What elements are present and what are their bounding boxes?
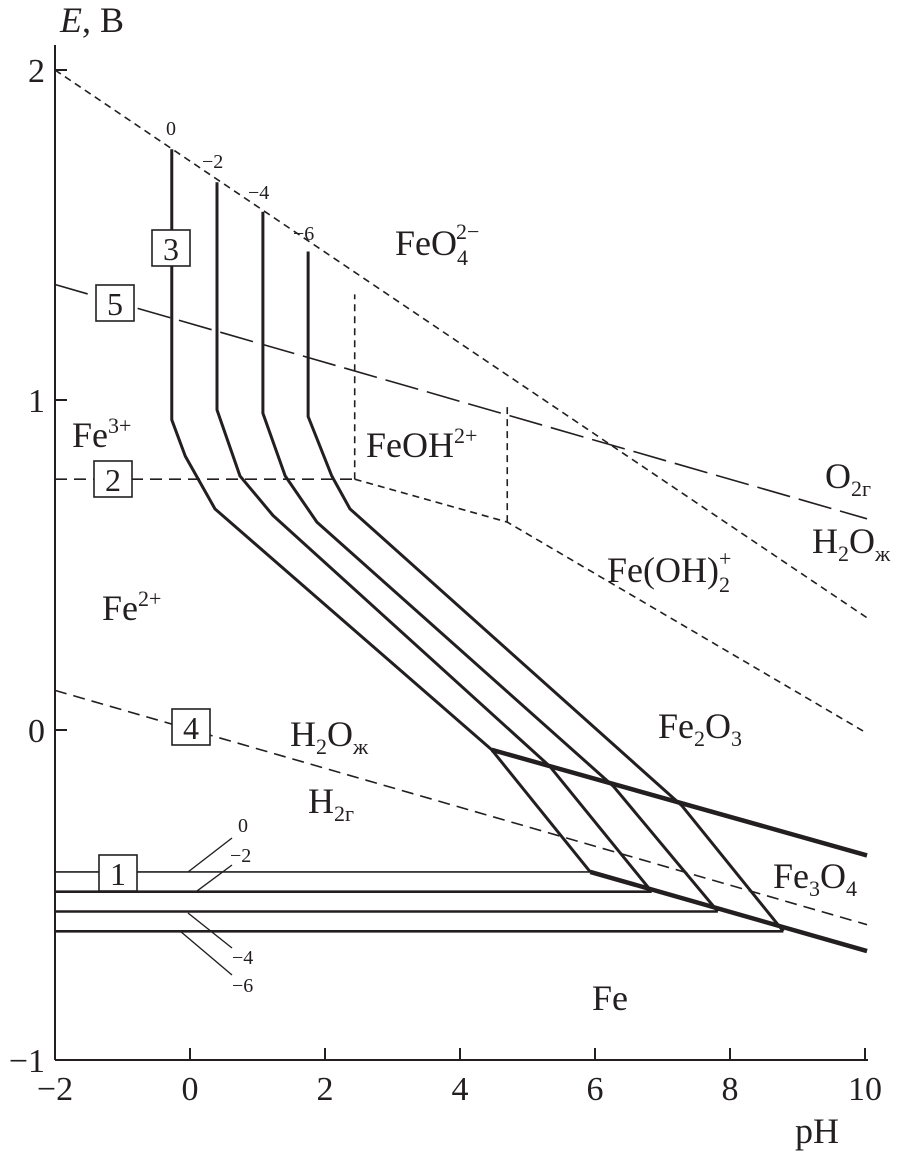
conc-label-bottom-4: −4 <box>232 947 253 969</box>
conc-label-top-4: −4 <box>248 182 269 204</box>
y-axis-title: E, В <box>59 0 124 40</box>
region-fe: Fe <box>592 978 628 1018</box>
x-tick-label: 4 <box>452 1071 469 1108</box>
dashed-FeOH-lower <box>354 478 868 734</box>
y-tick-label: 0 <box>28 713 45 750</box>
region-fe2o3: Fe2O3 <box>658 706 742 751</box>
region-fe2: Fe2+ <box>102 586 161 628</box>
region-h2o-top: H2Oж <box>812 521 891 566</box>
svg-text:1: 1 <box>110 856 126 892</box>
fe2-boundary-curve-3 <box>306 251 785 933</box>
region-fe3: Fe3+ <box>72 413 131 455</box>
x-tick-label: 10 <box>848 1071 882 1108</box>
region-feoh2: Fe(OH)2+ <box>607 546 731 597</box>
plot-marks <box>54 69 868 954</box>
x-tick-label: 0 <box>182 1071 199 1108</box>
y-tick-label: −1 <box>9 1043 45 1080</box>
region-h2: H2г <box>308 781 354 826</box>
x-tick-label: 2 <box>317 1071 334 1108</box>
region-fe3o4: Fe3O4 <box>773 856 857 901</box>
x-tick-label: −2 <box>37 1071 73 1108</box>
region-h2o-mid: H2Oж <box>290 714 369 759</box>
line-number-2: 2 <box>93 460 133 498</box>
fe2-boundary-curve-2 <box>261 211 720 913</box>
x-tick-label: 6 <box>587 1071 604 1108</box>
dashed-FeO4-boundary <box>54 69 868 619</box>
x-axis-title: pH <box>795 1111 839 1151</box>
boundary-Fe2O3-Fe3O4 <box>491 747 868 858</box>
line-number-5: 5 <box>95 284 135 322</box>
conc-label-top-2: −2 <box>202 151 223 173</box>
svg-text:3: 3 <box>163 231 179 267</box>
conc-label-bottom-2: −2 <box>230 845 251 867</box>
svg-text:4: 4 <box>183 710 199 746</box>
y-tick-label: 2 <box>28 53 45 90</box>
conc-leaders <box>179 837 233 976</box>
svg-text:2: 2 <box>105 462 121 498</box>
conc-label-bottom-6: −6 <box>232 975 253 997</box>
conc-label-top-0: 0 <box>166 118 176 140</box>
x-tick-label: 8 <box>722 1071 739 1108</box>
dashed-line-5-O2 <box>54 283 868 520</box>
region-feo4: FeO42− <box>395 219 479 270</box>
y-tick-label: 1 <box>28 383 45 420</box>
fe2-boundary-curve-0 <box>170 149 592 873</box>
region-feoh: FeOH2+ <box>366 423 477 465</box>
line-number-1: 1 <box>98 854 138 892</box>
fe2-boundary-curve-1 <box>215 182 653 893</box>
line-number-4: 4 <box>171 708 211 746</box>
svg-text:5: 5 <box>107 286 123 322</box>
region-o2: O2г <box>825 456 871 501</box>
conc-label-top-6: −6 <box>293 223 314 245</box>
conc-label-bottom-0: 0 <box>238 815 248 837</box>
boundary-Fe3O4-Fe <box>589 869 868 954</box>
line-number-3: 3 <box>151 229 191 267</box>
